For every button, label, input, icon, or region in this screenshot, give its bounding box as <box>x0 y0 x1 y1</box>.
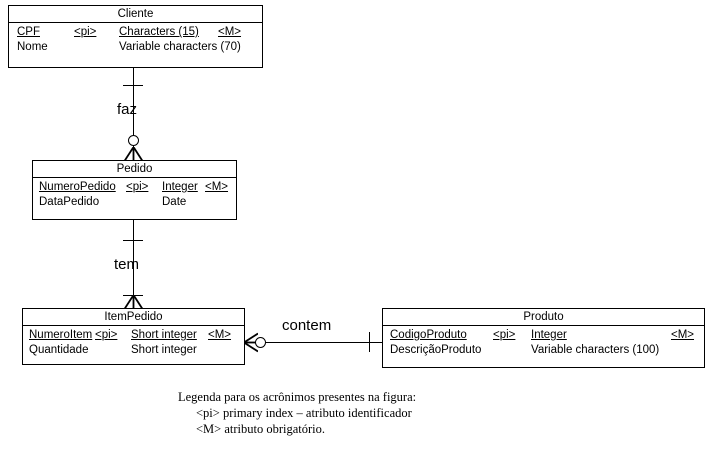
legend-title: Legenda para os acrônimos presentes na f… <box>178 390 417 404</box>
attr-mandatory: <M> <box>208 329 232 341</box>
attr-name: CodigoProduto <box>390 329 467 341</box>
attr-name: NumeroPedido <box>39 181 116 193</box>
table-row: Quantidade Short integer <box>23 343 244 358</box>
table-row: NumeroPedido <pi> Integer <M> <box>33 180 236 195</box>
entity-produto-title: Produto <box>383 309 704 326</box>
table-row: DescriçãoProduto Variable characters (10… <box>383 343 704 358</box>
attr-name: Quantidade <box>29 344 89 356</box>
attr-datatype: Characters (15) <box>119 26 199 38</box>
entity-produto-attributes: CodigoProduto <pi> Integer <M> Descrição… <box>383 326 704 360</box>
cardinality-optional-circle-faz <box>128 135 139 146</box>
attr-name: DataPedido <box>39 196 100 208</box>
cardinality-one-tick-faz-cliente <box>123 85 143 86</box>
attr-name: CPF <box>17 26 40 38</box>
attr-name: DescriçãoProduto <box>390 344 482 356</box>
entity-itempedido-title: ItemPedido <box>23 309 244 326</box>
attr-name: NumeroItem <box>29 329 93 341</box>
attr-mandatory: <M> <box>205 181 229 193</box>
entity-pedido-attributes: NumeroPedido <pi> Integer <M> DataPedido… <box>33 178 236 212</box>
attr-datatype: Variable characters (100) <box>531 344 660 356</box>
entity-pedido[interactable]: Pedido NumeroPedido <pi> Integer <M> Dat… <box>32 160 237 220</box>
relationship-label-contem: contem <box>282 317 332 334</box>
cardinality-many-crowfoot-tem <box>123 295 144 309</box>
attr-key: <pi> <box>74 26 97 38</box>
attr-datatype: Date <box>162 196 187 208</box>
attr-datatype: Integer <box>531 329 567 341</box>
entity-produto[interactable]: Produto CodigoProduto <pi> Integer <M> D… <box>382 308 705 368</box>
entity-itempedido[interactable]: ItemPedido NumeroItem <pi> Short integer… <box>22 308 245 365</box>
relationship-label-tem: tem <box>114 256 140 273</box>
entity-cliente-title: Cliente <box>9 6 262 23</box>
attr-datatype: Short integer <box>131 344 197 356</box>
relationship-label-faz: faz <box>117 101 138 118</box>
relationship-tem-line <box>133 220 134 308</box>
attr-key: <pi> <box>126 181 149 193</box>
cardinality-one-tick-tem-pedido <box>123 240 143 241</box>
attr-name: Nome <box>17 41 48 53</box>
table-row: DataPedido Date <box>33 195 236 210</box>
legend-line-m: <M> atributo obrigatório. <box>196 422 326 436</box>
relationship-faz-line <box>133 68 134 160</box>
attr-datatype: Integer <box>162 181 198 193</box>
cardinality-many-crowfoot-faz <box>123 147 144 161</box>
attr-key: <pi> <box>95 329 118 341</box>
attr-mandatory: <M> <box>671 329 695 341</box>
legend-line-pi: <pi> primary index – atributo identifica… <box>196 406 412 420</box>
entity-cliente-attributes: CPF <pi> Characters (15) <M> Nome Variab… <box>9 23 262 57</box>
attr-key: <pi> <box>493 329 516 341</box>
table-row: CodigoProduto <pi> Integer <M> <box>383 328 704 343</box>
cardinality-optional-circle-contem <box>255 337 266 348</box>
entity-cliente[interactable]: Cliente CPF <pi> Characters (15) <M> Nom… <box>8 5 263 68</box>
relationship-contem-line <box>257 342 382 343</box>
attr-datatype: Short integer <box>131 329 197 341</box>
attr-datatype: Variable characters (70) <box>119 41 241 53</box>
entity-pedido-title: Pedido <box>33 161 236 178</box>
entity-itempedido-attributes: NumeroItem <pi> Short integer <M> Quanti… <box>23 326 244 360</box>
table-row: CPF <pi> Characters (15) <M> <box>9 25 262 40</box>
attr-mandatory: <M> <box>218 26 242 38</box>
cardinality-one-tick-contem-produto <box>369 332 370 352</box>
table-row: Nome Variable characters (70) <box>9 40 262 55</box>
table-row: NumeroItem <pi> Short integer <M> <box>23 328 244 343</box>
